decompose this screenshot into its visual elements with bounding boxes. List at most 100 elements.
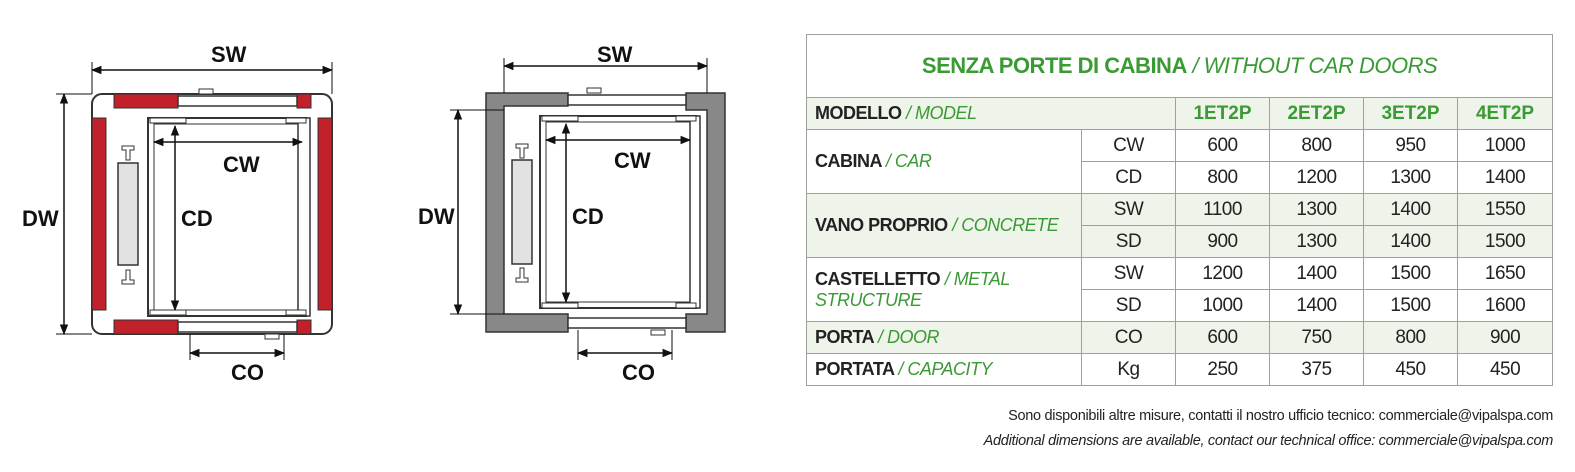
label-cw: CW xyxy=(614,148,651,173)
table-row: SD 900 1300 1400 1500 xyxy=(807,225,1554,258)
group-label-en: / CAR xyxy=(885,151,932,171)
header-label-it: MODELLO xyxy=(815,103,902,123)
concrete-wall-right xyxy=(685,92,726,333)
row-code: CD xyxy=(1081,161,1176,194)
group-label-capacity: PORTATA / CAPACITY xyxy=(806,353,1082,386)
table-row: CASTELLETTO / METAL STRUCTURE SW 1200 14… xyxy=(806,257,1554,322)
group-label-metal-structure: CASTELLETTO / METAL STRUCTURE xyxy=(806,257,1082,322)
cell-value: 1400 xyxy=(1456,161,1554,194)
cell-value: 1200 xyxy=(1175,257,1270,290)
group-label-it: VANO PROPRIO xyxy=(815,215,948,235)
footnote-italian: Sono disponibili altre misure, contatti … xyxy=(1008,408,1553,424)
model-3et2p: 3ET2P xyxy=(1363,97,1458,130)
cell-value: 1600 xyxy=(1456,289,1554,322)
group-label-en: / CAPACITY xyxy=(898,359,993,379)
frame-right-side xyxy=(317,117,333,311)
group-label-concrete: VANO PROPRIO / CONCRETE xyxy=(806,193,1082,258)
model-4et2p: 4ET2P xyxy=(1456,97,1554,130)
model-1et2p: 1ET2P xyxy=(1175,97,1270,130)
frame-top-right xyxy=(296,93,312,109)
spec-table: SENZA PORTE DI CABINA / WITHOUT CAR DOOR… xyxy=(805,34,1554,386)
label-sw: SW xyxy=(597,42,633,67)
rail-bottom xyxy=(515,267,529,283)
table-row: PORTATA / CAPACITY Kg 250 375 450 450 xyxy=(806,353,1554,386)
header-label: MODELLO / MODEL xyxy=(806,97,1176,130)
table-row: PORTA / DOOR CO 600 750 800 900 xyxy=(806,321,1554,354)
label-cw: CW xyxy=(223,152,260,177)
group-label-it: PORTATA xyxy=(815,359,894,379)
cell-value: 800 xyxy=(1363,321,1458,354)
row-code: SD xyxy=(1081,289,1176,322)
label-sw: SW xyxy=(211,42,247,67)
row-code: SD xyxy=(1081,225,1176,258)
row-code: SW xyxy=(1081,257,1176,290)
cell-value: 1550 xyxy=(1456,193,1554,226)
cell-value: 1000 xyxy=(1175,289,1270,322)
table-row: CABINA / CAR CW 600 800 950 1000 xyxy=(806,129,1554,194)
cell-value: 375 xyxy=(1269,353,1364,386)
cell-value: 1400 xyxy=(1363,225,1458,258)
counterweight xyxy=(511,159,533,265)
cell-value: 1000 xyxy=(1456,129,1554,162)
label-co: CO xyxy=(231,360,264,385)
group-label-en: / METAL STRUCTURE xyxy=(815,268,1010,310)
cell-value: 1300 xyxy=(1363,161,1458,194)
label-cd: CD xyxy=(181,206,213,231)
group-label-door: PORTA / DOOR xyxy=(806,321,1082,354)
group-label-en: / DOOR xyxy=(878,327,940,347)
cell-value: 1300 xyxy=(1269,193,1364,226)
car-outline xyxy=(539,115,697,309)
group-label-en: / CONCRETE xyxy=(952,215,1059,235)
table-row: CD 800 1200 1300 1400 xyxy=(807,161,1554,194)
concrete-shaft-diagram: SW DW CW CD CO xyxy=(418,42,726,385)
cell-value: 800 xyxy=(1175,161,1270,194)
row-code: CO xyxy=(1081,321,1176,354)
cell-value: 900 xyxy=(1456,321,1554,354)
rail-bottom xyxy=(121,269,135,285)
cell-value: 1500 xyxy=(1456,225,1554,258)
label-dw: DW xyxy=(22,206,59,231)
row-code: SW xyxy=(1081,193,1176,226)
label-dw: DW xyxy=(418,204,455,229)
cell-value: 750 xyxy=(1269,321,1364,354)
metal-structure-diagram: SW DW CW CD CO xyxy=(22,42,334,385)
cell-value: 250 xyxy=(1175,353,1270,386)
cell-value: 1400 xyxy=(1269,257,1364,290)
frame-top-left xyxy=(113,93,179,109)
label-co: CO xyxy=(622,360,655,385)
table-row: VANO PROPRIO / CONCRETE SW 1100 1300 140… xyxy=(806,193,1554,258)
cell-value: 450 xyxy=(1363,353,1458,386)
cell-value: 800 xyxy=(1269,129,1364,162)
header-label-en: / MODEL xyxy=(906,103,977,123)
header-row: MODELLO / MODEL 1ET2P 2ET2P 3ET2P 4ET2P xyxy=(806,97,1554,130)
model-2et2p: 2ET2P xyxy=(1269,97,1364,130)
cell-value: 1400 xyxy=(1269,289,1364,322)
row-code: Kg xyxy=(1081,353,1176,386)
label-cd: CD xyxy=(572,204,604,229)
footnote-english: Additional dimensions are available, con… xyxy=(983,433,1554,449)
frame-left-side xyxy=(91,117,107,311)
cell-value: 950 xyxy=(1363,129,1458,162)
cell-value: 1100 xyxy=(1175,193,1270,226)
cell-value: 1300 xyxy=(1269,225,1364,258)
frame-bottom-left xyxy=(113,319,179,335)
group-label-it: CASTELLETTO xyxy=(815,268,941,289)
group-label-car: CABINA / CAR xyxy=(806,129,1082,194)
cell-value: 900 xyxy=(1175,225,1270,258)
rail-top xyxy=(515,143,529,159)
group-label-it: CABINA xyxy=(815,151,882,171)
cell-value: 1500 xyxy=(1363,257,1458,290)
counterweight xyxy=(117,162,139,266)
table-title-it: SENZA PORTE DI CABINA xyxy=(921,53,1187,78)
frame-bottom-right xyxy=(296,319,312,335)
cell-value: 600 xyxy=(1175,129,1270,162)
table-title-en: WITHOUT CAR DOORS xyxy=(1203,53,1438,78)
cell-value: 1650 xyxy=(1456,257,1554,290)
table-row: SD 1000 1400 1500 1600 xyxy=(807,289,1554,322)
table-title-sep: / xyxy=(1186,53,1204,78)
rail-top xyxy=(121,145,135,161)
cell-value: 1200 xyxy=(1269,161,1364,194)
group-label-it: PORTA xyxy=(815,327,874,347)
cell-value: 450 xyxy=(1456,353,1554,386)
cell-value: 600 xyxy=(1175,321,1270,354)
